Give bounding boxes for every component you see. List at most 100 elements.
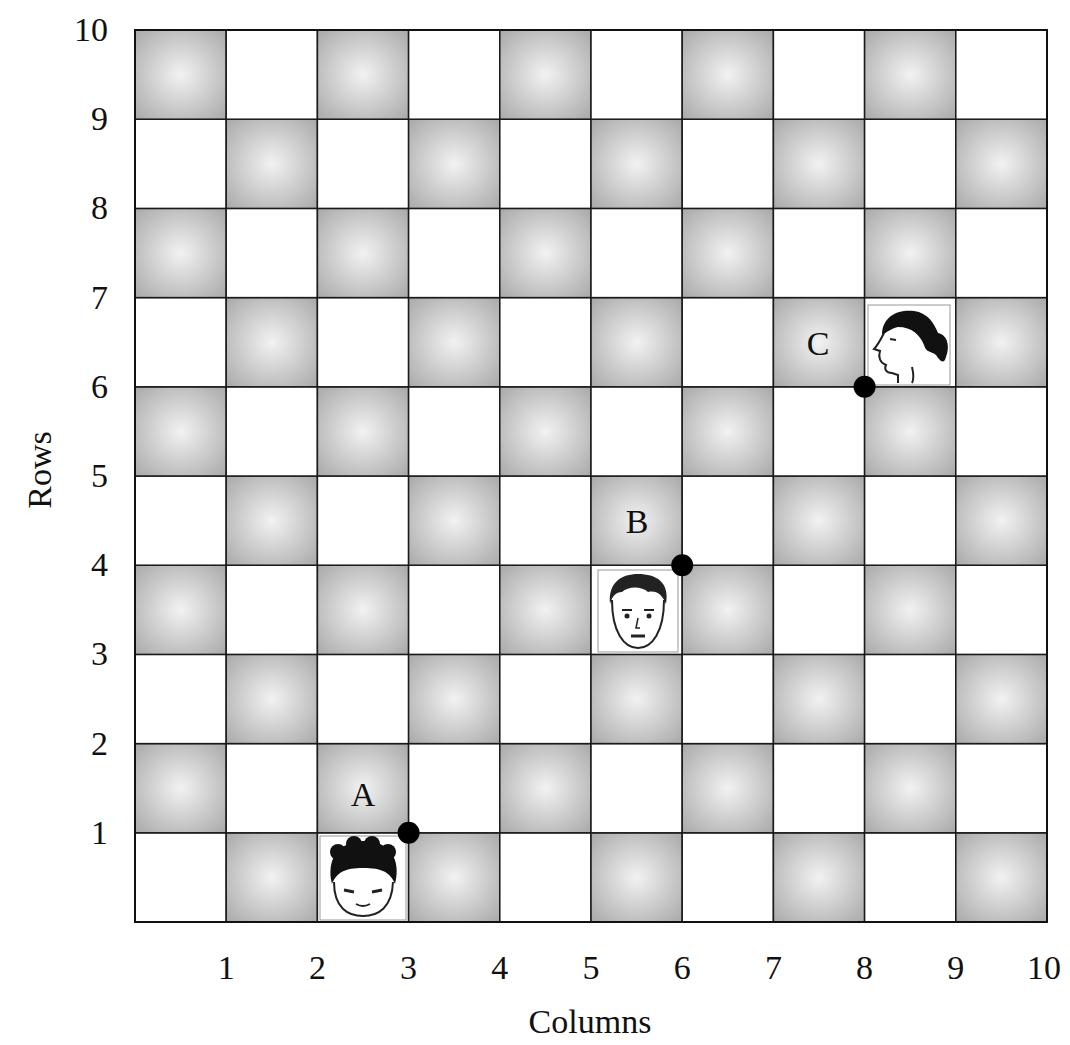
man-face (598, 570, 678, 652)
grid-cell (773, 565, 864, 654)
grid-cell (135, 387, 226, 476)
row-number: 10 (74, 13, 108, 47)
grid-cell (226, 298, 317, 387)
grid-cell (226, 119, 317, 208)
row-number: 6 (91, 370, 108, 404)
profile-outline (874, 333, 898, 383)
grid-cell (773, 833, 864, 922)
axis-title: Columns (529, 1005, 652, 1039)
grid-cell (956, 208, 1047, 297)
grid-cell (865, 833, 956, 922)
row-number: 2 (91, 727, 108, 761)
grid-cell (682, 654, 773, 743)
grid-cell (591, 744, 682, 833)
face-outline (612, 600, 664, 648)
grid-cell (956, 119, 1047, 208)
column-number: 6 (674, 951, 691, 985)
column-number: 2 (309, 951, 326, 985)
grid-cell (135, 476, 226, 565)
grid-cell (773, 387, 864, 476)
point-dot (854, 376, 876, 398)
row-number: 5 (91, 459, 108, 493)
grid-cell (682, 387, 773, 476)
neck (912, 367, 914, 383)
grid-cell (956, 833, 1047, 922)
grid-cell (500, 744, 591, 833)
point-dot (671, 554, 693, 576)
woman-profile (868, 305, 950, 385)
grid-cell (409, 208, 500, 297)
grid-cell (865, 565, 956, 654)
grid-cell (956, 298, 1047, 387)
row-number: 9 (91, 102, 108, 136)
grid-cell (409, 565, 500, 654)
grid-cell (135, 744, 226, 833)
eyebrows (622, 609, 654, 611)
point-dot (398, 822, 420, 844)
eye (647, 614, 652, 619)
curl (330, 844, 346, 860)
grid-cell (500, 833, 591, 922)
column-number: 1 (218, 951, 235, 985)
grid-cell (591, 298, 682, 387)
grid-cell (409, 833, 500, 922)
grid-cell (135, 654, 226, 743)
mouth (631, 635, 645, 638)
grid-cell (865, 30, 956, 119)
row-number: 4 (91, 548, 108, 582)
picture-frame (320, 836, 406, 920)
grid-cell (591, 654, 682, 743)
grid-cell (226, 565, 317, 654)
grid-cell (773, 654, 864, 743)
hair (610, 574, 667, 604)
checkerboard (135, 30, 1047, 922)
grid-cell (317, 119, 408, 208)
grid-cell (865, 654, 956, 743)
grid-cell (135, 833, 226, 922)
picture-frame (598, 570, 678, 652)
grid-cell (226, 476, 317, 565)
grid-cell (591, 30, 682, 119)
grid-cell (500, 654, 591, 743)
grid-cell (226, 208, 317, 297)
grid-cell (591, 208, 682, 297)
column-number: 8 (856, 951, 873, 985)
grid-cell (682, 833, 773, 922)
row-number: 3 (91, 637, 108, 671)
grid-cell (135, 565, 226, 654)
grid-cell (226, 833, 317, 922)
grid-cell (956, 654, 1047, 743)
grid-cell (591, 476, 682, 565)
grid-cell (317, 298, 408, 387)
board-border (135, 30, 1047, 922)
face-outline (334, 882, 393, 916)
grid-cell (773, 298, 864, 387)
grid-cell (226, 387, 317, 476)
grid-cell (500, 298, 591, 387)
grid-cell (317, 833, 408, 922)
grid-cell (500, 565, 591, 654)
column-number: 10 (1027, 951, 1061, 985)
grid-cell (317, 565, 408, 654)
grid-cell (135, 119, 226, 208)
grid-cell (773, 208, 864, 297)
point-letter: B (626, 505, 649, 539)
grid-cell (226, 744, 317, 833)
grid-cell (682, 30, 773, 119)
row-number: 7 (91, 281, 108, 315)
grid-cell (135, 30, 226, 119)
grid-cell (682, 744, 773, 833)
grid-cell (409, 654, 500, 743)
row-number: 8 (91, 191, 108, 225)
point-markers (398, 376, 876, 844)
grid-cell (591, 833, 682, 922)
point-letter: C (807, 327, 830, 361)
eye (890, 339, 896, 340)
grid-cell (682, 119, 773, 208)
grid-cell (317, 476, 408, 565)
nose (636, 618, 640, 628)
column-number: 4 (491, 951, 508, 985)
grid-cell (226, 654, 317, 743)
